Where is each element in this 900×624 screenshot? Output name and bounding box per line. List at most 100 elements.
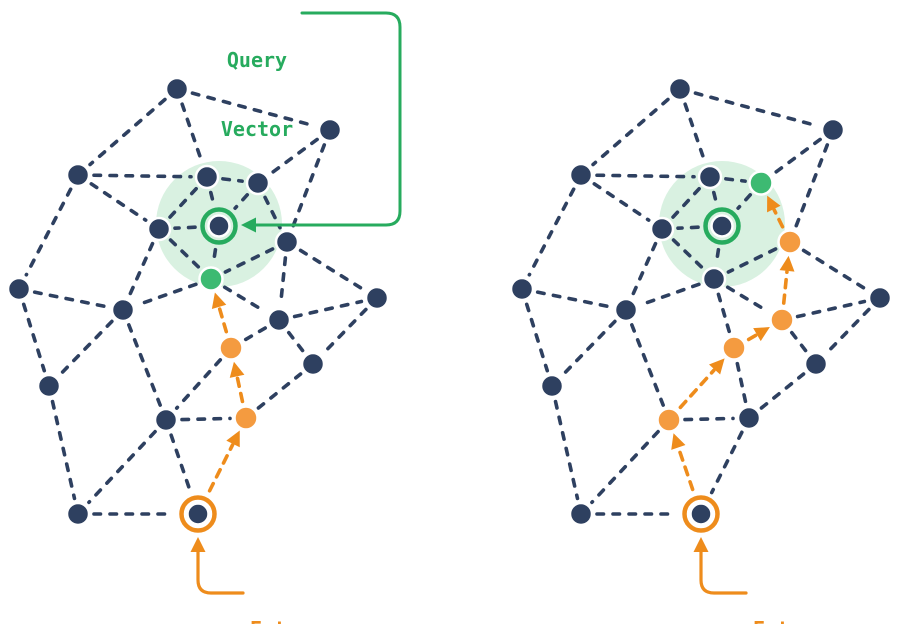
graph-edge (290, 143, 327, 229)
search-path-arrowhead (229, 361, 245, 378)
entry-node-ring (179, 495, 217, 533)
graph-edge (298, 248, 366, 292)
graph-node (164, 76, 190, 102)
visited-node (777, 229, 803, 255)
graph-edge (269, 137, 319, 176)
graph-node (146, 216, 172, 242)
graph-edge (127, 323, 162, 407)
search-path-arrowhead (211, 292, 227, 309)
graph-edge (735, 361, 748, 405)
graph-edge (88, 97, 167, 167)
graph-edge (736, 193, 753, 211)
search-path-segment (746, 333, 758, 342)
graph-edge (221, 177, 244, 183)
graph-edge (714, 247, 721, 265)
search-path-arrowhead (753, 327, 770, 342)
entry-point-label-right: Entry point (753, 564, 813, 624)
graph-node (649, 216, 675, 242)
query-node (710, 214, 734, 238)
graph-edge (801, 248, 869, 292)
graph-edge (174, 358, 223, 410)
graph-node (509, 276, 535, 302)
query-pointer-arrowhead (241, 217, 256, 233)
graph-edge (630, 241, 658, 298)
entry-point-label-left: Entry point (250, 564, 310, 624)
graph-node (65, 501, 91, 527)
graph-node (153, 407, 179, 433)
entry-node (689, 502, 713, 526)
graph-edge (759, 372, 806, 410)
graph-edge (89, 182, 148, 222)
entry-pointer-arrowhead (693, 537, 709, 552)
graph-node (300, 351, 326, 377)
graph-node (667, 76, 693, 102)
graph-edge (92, 173, 193, 179)
entry-pointer-arrowhead (190, 537, 206, 552)
graph-edge (524, 302, 550, 373)
graph-edge (716, 292, 732, 335)
graph-node (613, 297, 639, 323)
graph-edge (21, 302, 47, 373)
graph-edge (712, 190, 719, 205)
graph-edge (535, 290, 613, 309)
graph-edge (286, 330, 306, 354)
search-path-segment (781, 270, 789, 305)
graph-node (697, 164, 723, 190)
graph-edge (256, 372, 303, 410)
graph-node (274, 229, 300, 255)
graph-edge (190, 91, 317, 128)
graph-node (568, 162, 594, 188)
entry-pointer-line (699, 547, 748, 595)
graph-node (568, 501, 594, 527)
graph-edge (58, 319, 114, 377)
graph-node (6, 276, 32, 302)
search-path-arrowhead (779, 255, 795, 272)
search-path-segment (676, 446, 695, 492)
graph-edge (173, 225, 197, 231)
graph-edge (789, 330, 809, 354)
graph-edge (671, 238, 705, 270)
nearest-neighbor-node (748, 170, 774, 196)
graph-edge (278, 256, 288, 306)
visited-node (656, 407, 682, 433)
graph-edge (590, 429, 660, 505)
graph-node (194, 164, 220, 190)
graph-node (110, 297, 136, 323)
graph-edge (322, 307, 368, 355)
graph-edge (561, 319, 617, 377)
visited-node (218, 335, 244, 361)
search-path-segment (235, 375, 245, 404)
entry-point-label-line1: Entry (250, 616, 310, 624)
graph-edge (243, 326, 267, 342)
graph-edge (553, 399, 580, 501)
graph-edge (724, 177, 747, 183)
search-path-segment (678, 368, 716, 410)
graph-edge (169, 433, 193, 494)
graph-edge (591, 97, 670, 167)
graph-edge (592, 182, 651, 222)
graph-node (803, 351, 829, 377)
entry-point-label-line1: Entry (753, 616, 813, 624)
visited-node (721, 335, 747, 361)
graph-edge (825, 307, 871, 355)
graph-edge (676, 225, 700, 231)
visited-node (769, 307, 795, 333)
graph-edge (209, 190, 216, 205)
graph-edge (292, 299, 364, 319)
graph-node (36, 373, 62, 399)
entry-pointer-line (196, 547, 245, 595)
graph-node (245, 170, 271, 196)
query-node-ring (200, 207, 238, 245)
graph-edge (709, 430, 744, 495)
graph-node (65, 162, 91, 188)
graph-edge (168, 238, 202, 270)
graph-edge (32, 290, 110, 309)
graph-node (736, 405, 762, 431)
search-path-arrowhead (226, 430, 240, 448)
graph-edge (222, 285, 268, 314)
nearest-neighbor-node (198, 266, 224, 292)
entry-node (186, 502, 210, 526)
graph-edge (24, 187, 73, 277)
graph-edge (772, 137, 822, 176)
query-node-ring (703, 207, 741, 245)
